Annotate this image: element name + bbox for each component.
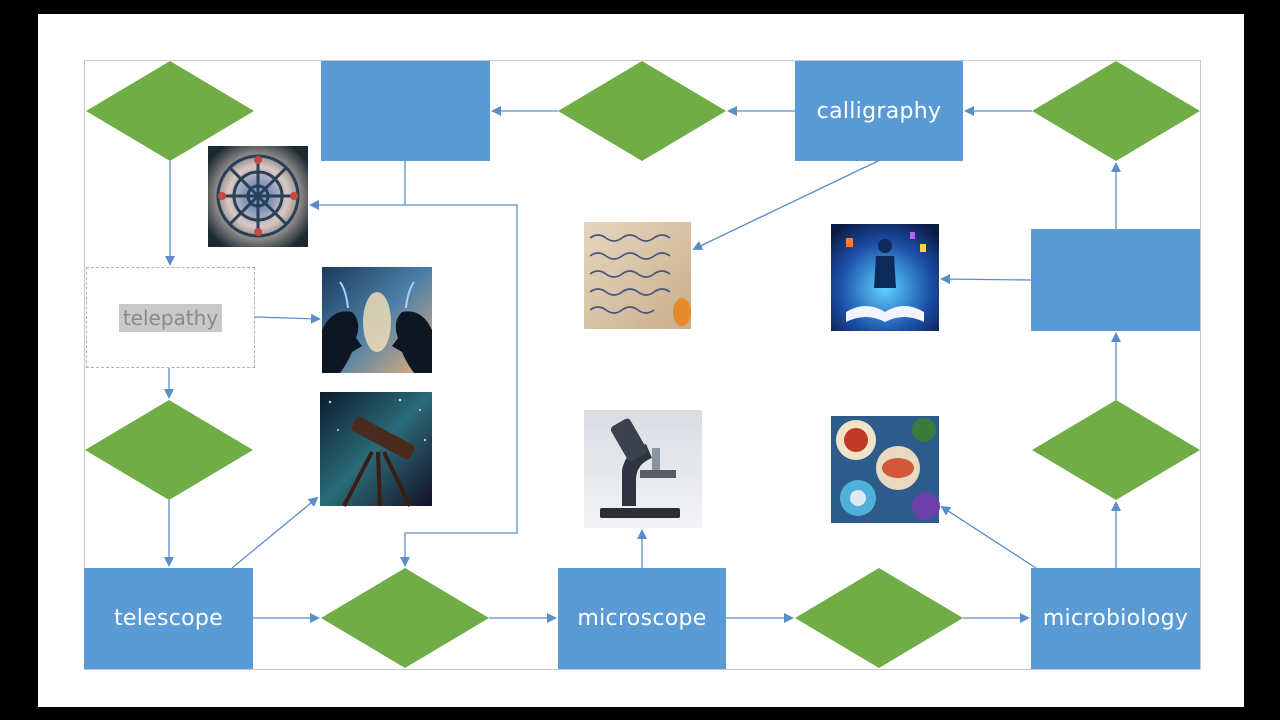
box-right-mid bbox=[1031, 229, 1200, 331]
label-calligraphy: calligraphy bbox=[816, 98, 942, 124]
box-microbiology bbox=[1031, 568, 1200, 669]
microbiology-image bbox=[831, 416, 940, 523]
diagram-canvas bbox=[84, 60, 1201, 670]
connectors bbox=[164, 106, 1121, 623]
box-calligraphy bbox=[795, 61, 963, 161]
diamond-top-left bbox=[86, 61, 254, 161]
telescope-image bbox=[320, 392, 432, 507]
telepathy-image bbox=[322, 267, 432, 373]
kaleidoscope-image bbox=[208, 146, 308, 247]
label-telepathy: telepathy bbox=[118, 303, 223, 332]
diamond-right-mid bbox=[1032, 400, 1200, 500]
diamond-bottom-left bbox=[321, 568, 489, 668]
microscope-image bbox=[584, 410, 702, 528]
diamond-top-center bbox=[558, 61, 726, 161]
diamond-top-right bbox=[1032, 61, 1200, 161]
label-telescope: telescope bbox=[113, 606, 224, 631]
box-top-left bbox=[321, 61, 490, 161]
diamond-left-mid bbox=[85, 400, 253, 500]
label-microbiology: microbiology bbox=[1042, 606, 1189, 631]
label-microscope: microscope bbox=[577, 606, 707, 631]
calligraphy-image bbox=[584, 222, 691, 329]
box-telescope bbox=[84, 568, 253, 669]
telepathy-placeholder-box[interactable]: telepathy bbox=[86, 267, 255, 368]
reading-image bbox=[831, 224, 939, 331]
diamond-bottom-right bbox=[795, 568, 963, 668]
box-microscope bbox=[558, 568, 726, 669]
